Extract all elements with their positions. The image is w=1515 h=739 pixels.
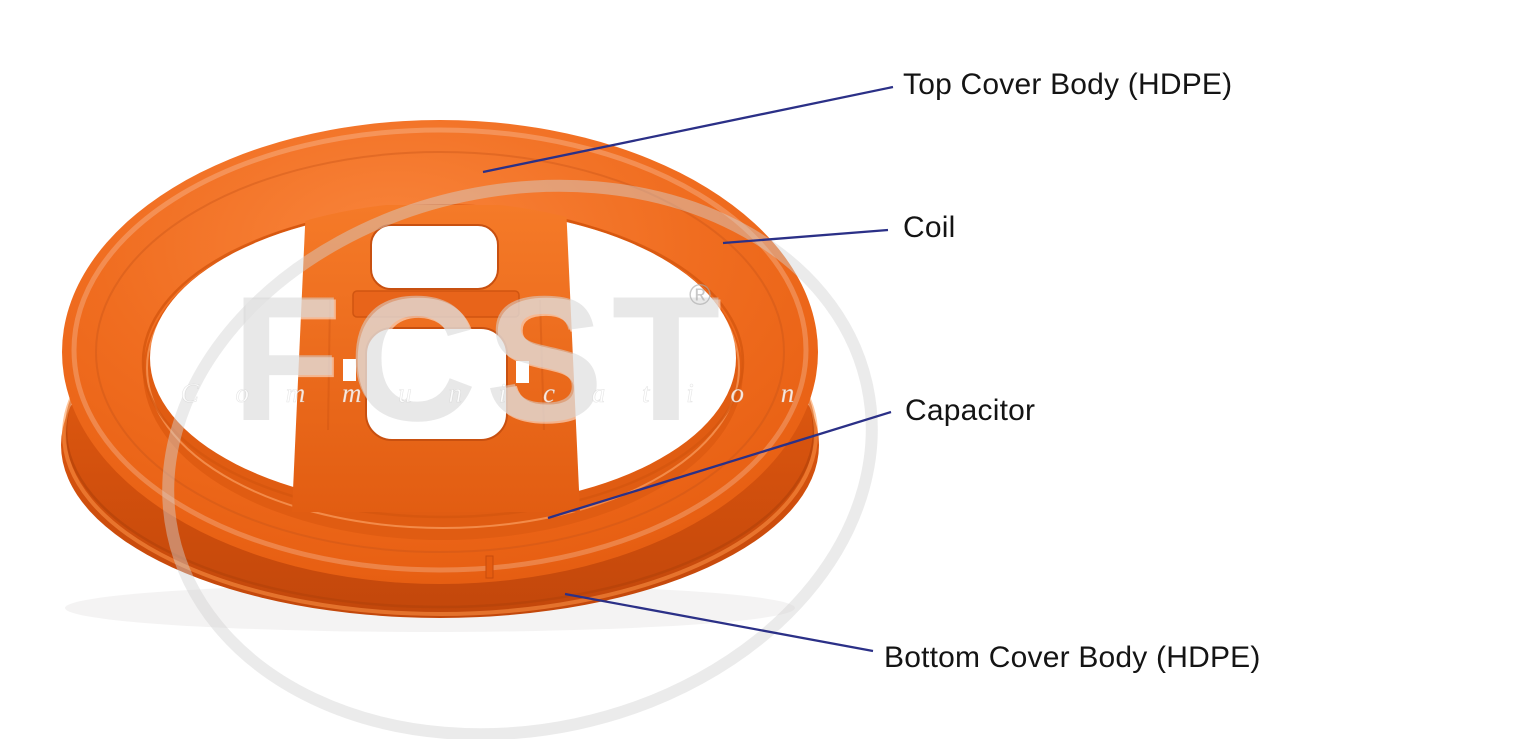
watermark-subtext: C o m m u n i c a t i o n (181, 378, 810, 408)
watermark-swoosh (162, 179, 878, 739)
leader-line-top-cover (482, 85, 894, 174)
label-capacitor: Capacitor (905, 394, 1036, 427)
watermark-brand-shadow: FCST (234, 261, 731, 460)
label-coil: Coil (903, 211, 956, 244)
watermark: FCST FCST ® C o m m u n i c a t i o n (162, 179, 878, 739)
label-top-cover-body: Top Cover Body (HDPE) (903, 68, 1233, 101)
watermark-brand: FCST (232, 259, 729, 458)
mold-tab (485, 555, 494, 579)
leader-lines (482, 85, 894, 653)
capacitor-bridge-shape (292, 205, 580, 512)
leader-line-capacitor (547, 410, 892, 520)
registered-mark-icon: ® (689, 279, 711, 312)
label-bottom-cover-body: Bottom Cover Body (HDPE) (884, 641, 1261, 674)
leader-line-bottom-cover (564, 592, 874, 653)
leader-line-coil (722, 228, 889, 245)
